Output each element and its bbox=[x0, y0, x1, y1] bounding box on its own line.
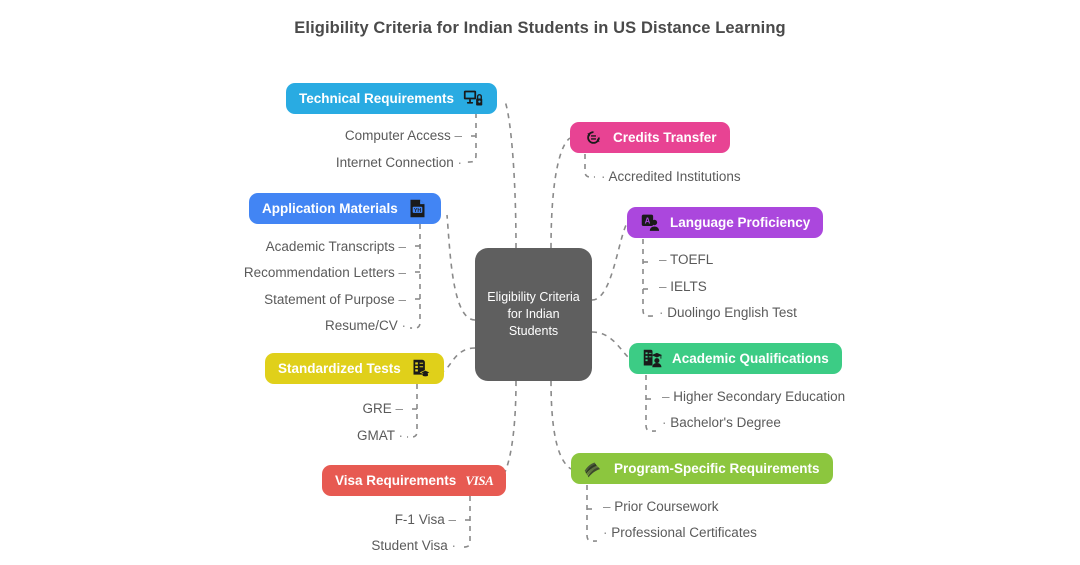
link-root-technical-requirements bbox=[503, 98, 517, 249]
stem-visa-requirements bbox=[459, 496, 471, 548]
link-root-language-proficiency bbox=[591, 222, 628, 301]
computer-lock-icon bbox=[463, 88, 484, 109]
leaf-professional-certificates: · Professional Certificates bbox=[603, 525, 757, 540]
leaf-ielts: – IELTS bbox=[659, 279, 707, 294]
svg-text:YH: YH bbox=[414, 208, 422, 214]
branch-program-specific-requirements[interactable]: Program-Specific Requirements bbox=[571, 453, 833, 484]
svg-text:A: A bbox=[645, 216, 651, 225]
stem-technical-requirements bbox=[465, 113, 477, 163]
leaf-accredited-institutions: · Accredited Institutions bbox=[601, 169, 741, 184]
branch-label: Visa Requirements bbox=[335, 472, 457, 488]
page-title: Eligibility Criteria for Indian Students… bbox=[294, 19, 786, 37]
branch-language-proficiency[interactable]: A Language Proficiency bbox=[627, 207, 824, 238]
leaf-toefl: – TOEFL bbox=[659, 252, 714, 267]
link-root-standardized-tests bbox=[443, 347, 476, 372]
language-person-icon: A bbox=[640, 212, 661, 233]
root-node[interactable]: Eligibility Criteria for Indian Students bbox=[475, 248, 592, 381]
transfer-arrows-icon bbox=[583, 127, 604, 148]
stem-academic-qualifications bbox=[645, 375, 657, 432]
leaf-student-visa: Student Visa · bbox=[371, 538, 456, 553]
leaf-academic-transcripts: Academic Transcripts – bbox=[265, 239, 406, 254]
leaf-gmat: GMAT · bbox=[356, 428, 403, 443]
branch-standardized-tests[interactable]: Standardized Tests bbox=[265, 353, 444, 384]
leaf-prior-coursework: – Prior Coursework bbox=[603, 499, 719, 514]
branch-label: Technical Requirements bbox=[299, 90, 455, 106]
exam-paper-graduation-icon bbox=[410, 358, 431, 379]
branch-label: Standardized Tests bbox=[278, 360, 401, 376]
stem-application-materials bbox=[409, 224, 421, 329]
leaf-recommendation-letters: Recommendation Letters – bbox=[243, 265, 406, 280]
link-root-application-materials bbox=[446, 214, 476, 321]
branch-credits-transfer[interactable]: Credits Transfer bbox=[570, 122, 730, 153]
branch-technical-requirements[interactable]: Technical Requirements bbox=[286, 83, 498, 114]
leaf-gre: GRE – bbox=[362, 401, 403, 416]
root-node-label: Eligibility Criteria for Indian Students bbox=[487, 290, 580, 338]
link-root-academic-qualifications bbox=[591, 331, 631, 360]
leaf-internet-connection: Internet Connection · bbox=[335, 155, 462, 170]
stem-credits-transfer bbox=[584, 154, 596, 178]
leaf-higher-secondary-education: – Higher Secondary Education bbox=[662, 389, 846, 404]
document-file-icon: YH bbox=[407, 198, 428, 219]
visa-wordmark-icon: VISA bbox=[465, 472, 494, 488]
leaf-resume-cv: Resume/CV · bbox=[324, 318, 406, 333]
graduate-document-icon bbox=[642, 348, 663, 369]
leaf-computer-access: Computer Access – bbox=[344, 128, 462, 143]
branch-application-materials[interactable]: Application Materials YH bbox=[249, 193, 441, 224]
branch-label: Credits Transfer bbox=[613, 129, 717, 145]
branch-label: Program-Specific Requirements bbox=[614, 460, 820, 476]
branch-label: Academic Qualifications bbox=[672, 350, 829, 366]
stem-program-specific-requirements bbox=[586, 485, 598, 542]
leaf-statement-of-purpose: Statement of Purpose – bbox=[264, 292, 406, 307]
branch-label: Application Materials bbox=[262, 200, 398, 216]
link-root-credits-transfer bbox=[550, 137, 571, 249]
stem-standardized-tests bbox=[406, 384, 418, 438]
link-root-program-specific-requirements bbox=[550, 380, 572, 470]
leaf-f1-visa: F-1 Visa – bbox=[394, 512, 456, 527]
open-book-icon bbox=[584, 458, 605, 479]
branch-visa-requirements[interactable]: Visa Requirements VISA bbox=[322, 465, 507, 496]
leaf-duolingo-english-test: · Duolingo English Test bbox=[659, 305, 797, 320]
branch-label: Language Proficiency bbox=[670, 214, 811, 230]
branch-academic-qualifications[interactable]: Academic Qualifications bbox=[629, 343, 842, 374]
leaf-bachelors-degree: · Bachelor's Degree bbox=[662, 415, 781, 430]
stem-language-proficiency bbox=[642, 239, 654, 317]
